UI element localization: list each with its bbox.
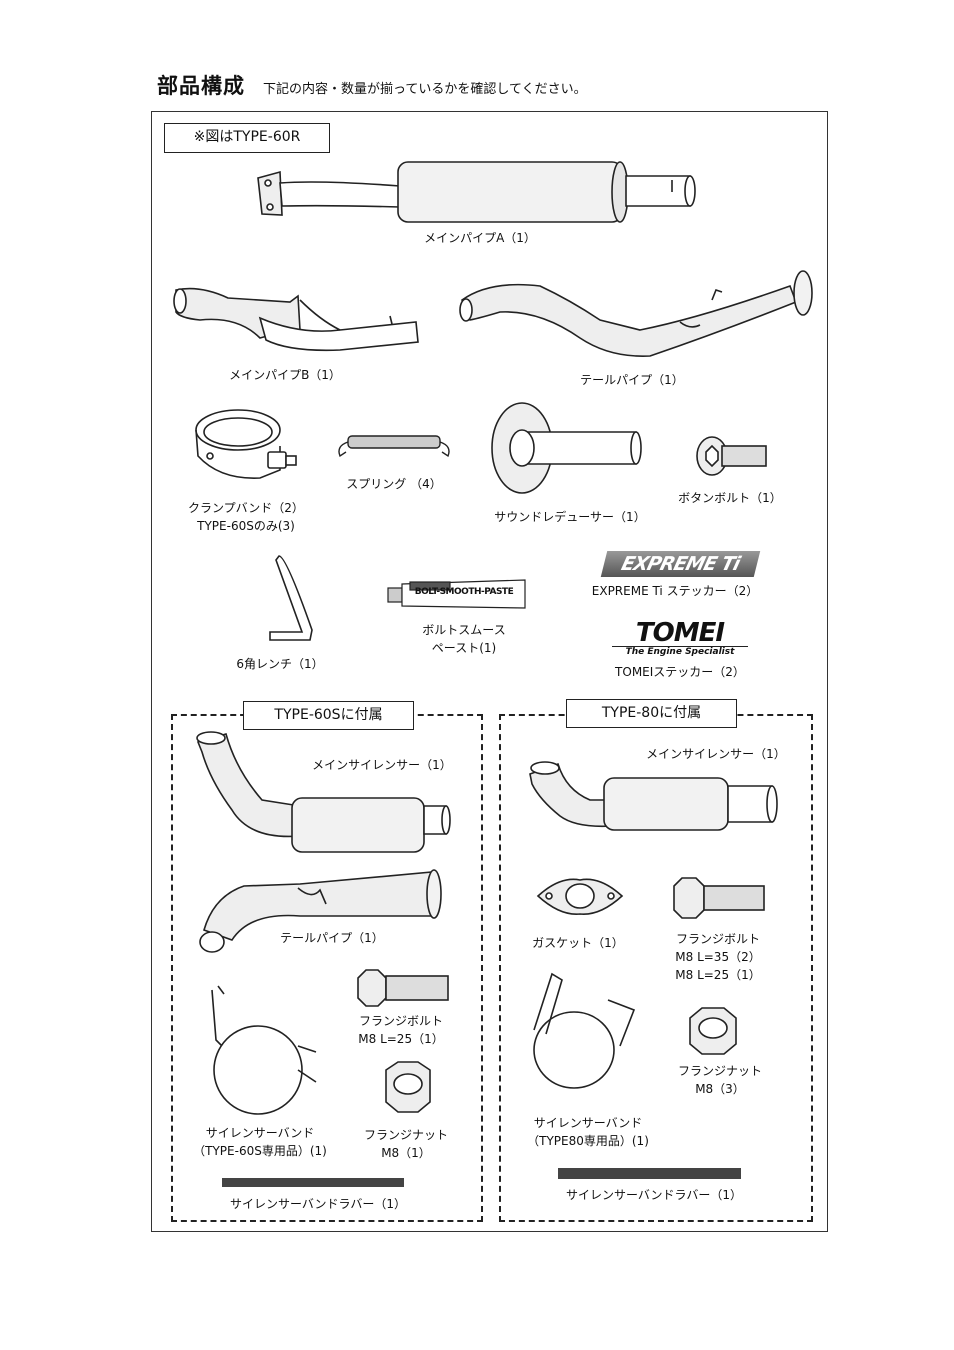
clamp-band-label: クランプバンド（2） TYPE-60Sのみ(3) xyxy=(176,499,316,535)
parts-frame xyxy=(151,111,828,1232)
clamp-band-note: TYPE-60Sのみ(3) xyxy=(197,519,295,533)
type-80-flange-nut-label: フランジナット M8（3） xyxy=(660,1062,780,1098)
type-80-gasket-label: ガスケット（1） xyxy=(532,936,624,950)
type-80-silencer-band-label: サイレンサーバンド （TYPE80専用品）(1) xyxy=(508,1114,668,1150)
spring-label: スプリング （4） xyxy=(346,477,442,491)
type-80-flange-nut-spec: M8（3） xyxy=(695,1082,745,1096)
type-80-band-rubber-illustration xyxy=(558,1168,741,1179)
type-60s-flange-nut-spec: M8（1） xyxy=(381,1146,431,1160)
type-60s-flange-nut-name: フランジナット xyxy=(363,1128,448,1142)
sound-reducer-label: サウンドレデューサー（1） xyxy=(494,510,646,524)
tomei-logo-text: TOMEI xyxy=(635,618,725,648)
type-80-flange-bolt-spec2: M8 L=25（1） xyxy=(675,968,761,982)
bolt-paste-line2: ペースト(1) xyxy=(431,641,497,655)
type-80-flange-bolt-spec1: M8 L=35（2） xyxy=(675,950,761,964)
type-60s-band-rubber-label: サイレンサーバンドラバー（1） xyxy=(230,1197,406,1211)
type-80-flange-bolt-label: フランジボルト M8 L=35（2） M8 L=25（1） xyxy=(658,930,778,984)
type-80-silencer-band-spec: （TYPE80専用品）(1) xyxy=(527,1134,649,1148)
bolt-paste-label: ボルトスムース ペースト(1) xyxy=(394,621,534,657)
clamp-band-name: クランプバンド（2） xyxy=(188,501,304,515)
main-pipe-a-label: メインパイプA（1） xyxy=(424,231,536,245)
page-title: 部品構成 xyxy=(157,74,245,98)
type-80-flange-nut-name: フランジナット xyxy=(677,1064,762,1078)
type-80-flange-bolt-name: フランジボルト xyxy=(675,932,760,946)
tomei-tagline: The Engine Specialist xyxy=(612,646,748,658)
type-60s-silencer-band-spec: （TYPE-60S専用品）(1) xyxy=(193,1144,327,1158)
tomei-logo: TOMEI The Engine Specialist xyxy=(612,620,748,658)
figure-note: ※図はTYPE-60R xyxy=(164,123,330,153)
paste-tube-label: BOLT-SMOOTH-PASTE xyxy=(414,587,514,597)
type-80-main-silencer-label: メインサイレンサー（1） xyxy=(646,747,786,761)
type-60s-flange-bolt-label: フランジボルト M8 L=25（1） xyxy=(341,1012,461,1048)
tomei-sticker-label: TOMEIステッカー（2） xyxy=(615,665,745,679)
hex-wrench-label: 6角レンチ（1） xyxy=(236,657,324,671)
tail-pipe-label: テールパイプ（1） xyxy=(580,373,684,387)
type-60s-flange-bolt-spec: M8 L=25（1） xyxy=(358,1032,444,1046)
button-bolt-label: ボタンボルト（1） xyxy=(678,491,782,505)
type-60s-flange-bolt-name: フランジボルト xyxy=(358,1014,443,1028)
type-60s-band-rubber-illustration xyxy=(222,1178,404,1187)
type-60s-group-title: TYPE-60Sに付属 xyxy=(243,701,414,730)
type-60s-flange-nut-label: フランジナット M8（1） xyxy=(346,1126,466,1162)
type-80-group-title: TYPE-80に付属 xyxy=(566,699,737,728)
type-80-band-rubber-label: サイレンサーバンドラバー（1） xyxy=(566,1188,742,1202)
type-60s-main-silencer-label: メインサイレンサー（1） xyxy=(312,758,452,772)
bolt-paste-line1: ボルトスムース xyxy=(422,623,506,637)
type-60s-silencer-band-name: サイレンサーバンド xyxy=(205,1126,315,1140)
page-subtitle: 下記の内容・数量が揃っているかを確認してください。 xyxy=(263,82,587,97)
type-80-silencer-band-name: サイレンサーバンド xyxy=(533,1116,643,1130)
expreme-sticker-label: EXPREME Ti ステッカー（2） xyxy=(591,584,759,598)
type-60s-silencer-band-label: サイレンサーバンド （TYPE-60S専用品）(1) xyxy=(180,1124,340,1160)
type-60s-tail-pipe-label: テールパイプ（1） xyxy=(280,931,384,945)
main-pipe-b-label: メインパイプB（1） xyxy=(229,368,341,382)
